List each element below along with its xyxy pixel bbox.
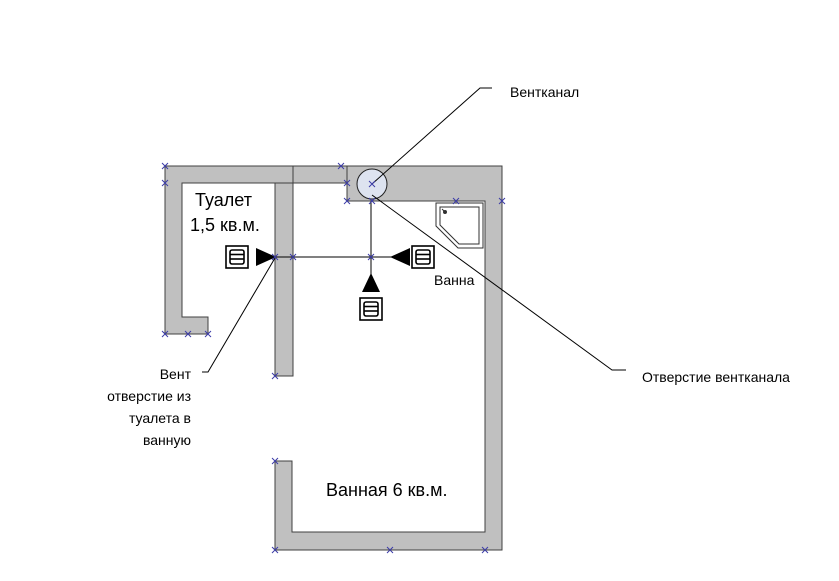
bathroom-label: Ванная 6 кв.м. [326,480,448,500]
toilet-title-label: Туалет [195,190,252,210]
arrow-up-icon [362,273,380,292]
bathtub-label: Ванна [434,272,475,288]
vent-hole-label: Вент отверстие из туалета в ванную [107,363,191,451]
vent-hole-line-4: ванную [142,432,191,448]
grille-icon [411,245,435,269]
arrows [256,248,410,292]
partition-wall [274,182,294,377]
bathroom-outer-wall [274,165,503,551]
toilet-area-label: 1,5 кв.м. [190,215,260,235]
vent-channel-opening-label: Отверстие вентканала [642,369,790,385]
leader-vent-channel [371,87,492,185]
arrow-left-icon [390,248,410,266]
node-markers [161,162,506,554]
shower-icon [435,202,484,249]
arrow-right-icon [256,248,276,266]
vent-hole-line-3: туалета в [128,410,191,426]
leader-vent-opening [371,194,626,371]
grille-icon [225,245,249,269]
vent-hole-line-1: Вент [159,366,191,382]
walls [164,165,503,551]
grille-icon [359,297,383,321]
leader-vent-hole [202,257,276,373]
vent-hole-line-2: отверстие из [107,388,191,404]
leader-lines [202,87,626,373]
vent-channel-label: Вентканал [510,84,580,100]
